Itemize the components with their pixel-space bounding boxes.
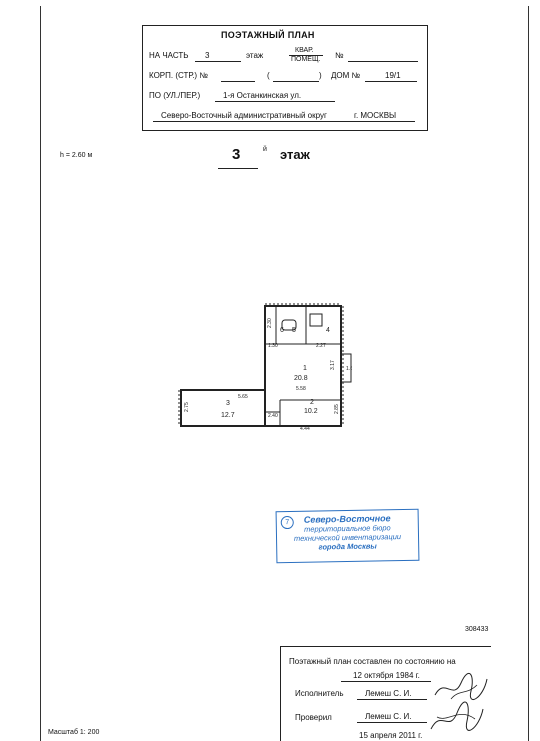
dom-value: 19/1 [385,71,401,80]
room-3-area: 12.7 [221,412,235,419]
dim-1-6: 1.6 [346,366,352,372]
plan-title: ПОЭТАЖНЫЙ ПЛАН [221,30,315,40]
street-label: ПО (УЛ./ПЕР.) [149,91,201,100]
dim-4-44: 4.44 [300,426,310,432]
room-6-num: 6 [280,327,284,334]
state-line: Поэтажный план составлен по состоянию на [289,657,456,666]
state-date: 12 октября 1984 г. [353,671,420,680]
floor-plan: 1 20.8 5.58 2 10.2 3 12.7 5 6 4 5.65 4.4… [178,303,352,432]
num-label: № [335,51,344,60]
floor-underline [218,168,258,169]
dom-underline [365,81,417,82]
floor-suffix: й [263,146,267,153]
doc-number: 308433 [465,626,489,633]
room-5-num: 5 [292,327,296,334]
korp-paren-underline [273,81,319,82]
dim-2-30: 2.30 [267,318,273,328]
floor-number: 3 [232,146,241,163]
dim-2-40: 2.40 [268,413,278,419]
room-1-dim: 5.58 [296,386,306,392]
stove-fixture [309,313,323,327]
executor-signature [434,672,488,701]
checker-label: Проверил [295,713,332,722]
room-4-num: 4 [326,327,330,334]
street-underline [215,101,335,102]
room-2-num: 2 [310,399,314,406]
room-3-num: 3 [226,400,230,407]
na-chast-value: 3 [205,51,210,60]
dim-3-17: 3.17 [330,360,336,370]
kvar-divider [289,55,323,56]
balcony [340,353,352,383]
dim-1-30: 1.30 [268,343,278,349]
bath-fixture [281,319,297,331]
checker-underline [357,722,427,723]
na-chast-label: НА ЧАСТЬ [149,51,189,60]
floor-word: этаж [280,147,310,162]
dim-5-65: 5.65 [238,394,248,400]
checker-name: Лемеш С. И. [365,712,412,721]
executor-underline [357,699,427,700]
okrug-value: Северо-Восточный административный округ [161,111,327,120]
dim-2-27: 2.27 [316,343,326,349]
state-date-underline [341,681,431,682]
executor-label: Исполнитель [295,689,344,698]
okrug-underline [153,121,415,122]
korp-paren-close: ) [319,71,322,80]
height-note: h = 2.60 м [60,152,93,159]
kvar-label: КВАР. [295,47,314,54]
room-2-area: 10.2 [304,408,318,415]
korp-paren-open: ( [267,71,270,80]
korp-underline [221,81,255,82]
check-date: 15 апреля 2011 г. [359,731,423,740]
room-1-num: 1 [303,365,307,372]
dim-2-75: 2.75 [184,402,190,412]
scale-label: Масштаб 1: 200 [48,729,100,736]
dom-label: ДОМ № [331,71,361,80]
korp-label: КОРП. (СТР.) № [149,71,208,80]
bti-stamp: 7 Северо-Восточное территориальное бюро … [275,508,420,564]
street-value: 1-я Останкинская ул. [223,91,302,100]
na-chast-underline [195,61,241,62]
etazh-label: этаж [246,51,264,60]
sheet-border [40,6,529,741]
num-underline [348,61,418,62]
checker-signature [430,701,484,731]
footer-box: Поэтажный план составлен по состоянию на… [280,646,491,741]
room-3-outline [180,389,266,427]
header-box: ПОЭТАЖНЫЙ ПЛАН НА ЧАСТЬ 3 этаж КВАР. ПОМ… [142,25,428,131]
pomesh-label: ПОМЕЩ. [291,56,321,63]
city-value: г. МОСКВЫ [354,111,397,120]
executor-name: Лемеш С. И. [365,689,412,698]
room-1-area: 20.8 [294,375,308,382]
dim-2-85: 2.85 [334,404,340,414]
